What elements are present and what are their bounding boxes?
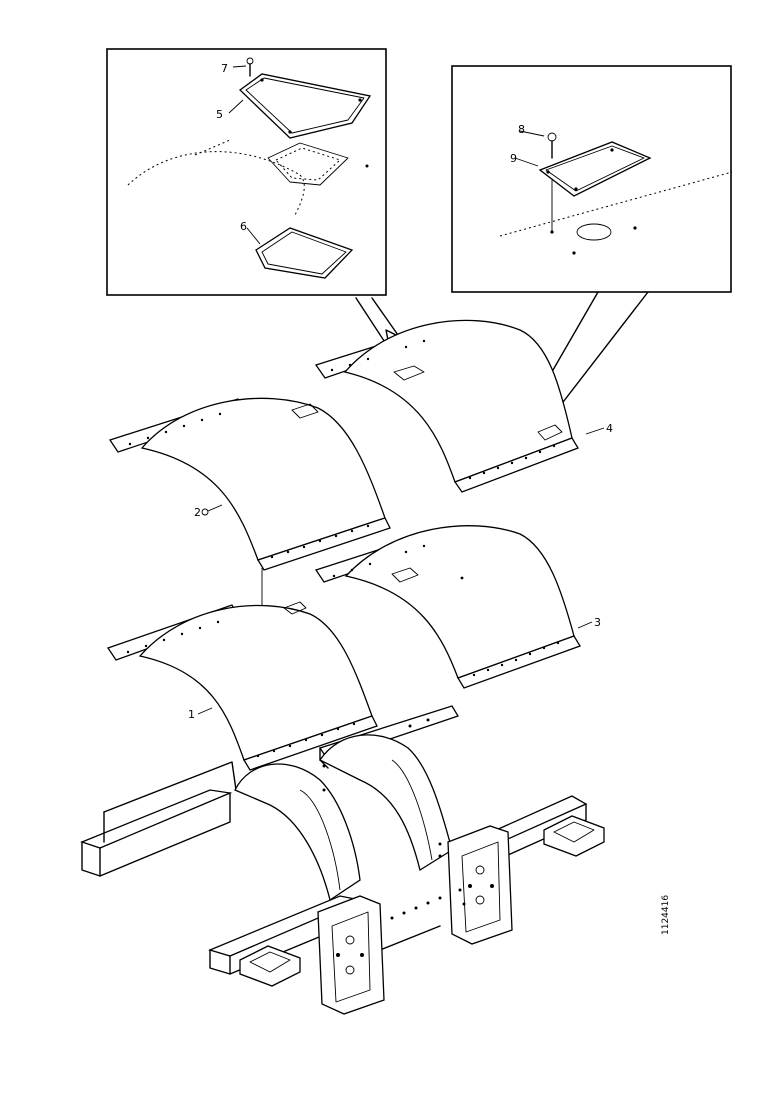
fender-4: 4: [314, 319, 613, 493]
fender-1: 1: [106, 601, 378, 771]
fender-opening: [267, 142, 349, 186]
gasket-plate: [255, 227, 354, 279]
callout-3: 3: [594, 616, 601, 629]
callout-8: 8: [518, 123, 525, 136]
callout-2: 2: [194, 506, 201, 519]
callout-1: 1: [188, 708, 195, 721]
mount-plate: [538, 141, 652, 197]
callout-7: 7: [221, 62, 228, 75]
mount-right: [543, 815, 605, 857]
screw-icon: [246, 57, 254, 77]
right-bracket: [447, 825, 513, 945]
bolt-icon: [547, 132, 557, 159]
callout-9: 9: [510, 152, 517, 165]
cover-plate: [238, 73, 372, 139]
callout-4: 4: [606, 422, 613, 435]
mount-left: [239, 945, 301, 987]
callout-5: 5: [216, 108, 223, 121]
left-bracket: [317, 895, 385, 1015]
document-number: 1124416: [661, 895, 671, 935]
detail-inset-right: 8 9: [451, 65, 733, 293]
callout-6: 6: [240, 220, 247, 233]
detail-inset-left: 7 5 6: [106, 48, 387, 296]
fender-3: 3: [314, 525, 601, 689]
fender-2: 2: [108, 397, 391, 571]
chassis-frame: [80, 705, 605, 1015]
